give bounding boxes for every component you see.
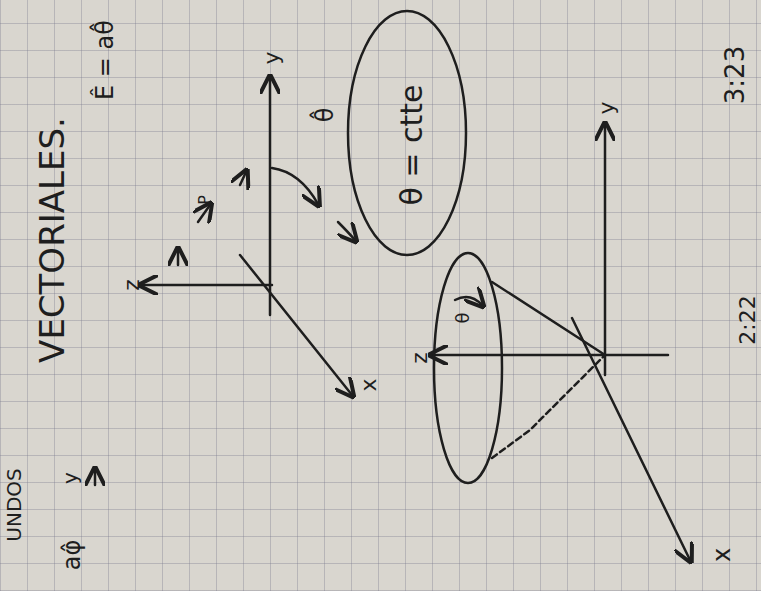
handwritten-label: θ̂ bbox=[313, 108, 337, 123]
handwritten-label: y bbox=[260, 51, 282, 64]
ellipse-node: θ = ctte bbox=[345, 8, 469, 258]
handwritten-label: P bbox=[197, 195, 213, 205]
handwritten-label: x bbox=[357, 378, 379, 391]
handwritten-label: z bbox=[121, 279, 143, 291]
handwritten-label: y bbox=[595, 101, 617, 114]
handwritten-label: aφ̂ bbox=[60, 540, 84, 571]
node-text: θ = ctte bbox=[396, 84, 426, 205]
handwritten-label: x bbox=[710, 548, 734, 562]
handwritten-label: 3:23 bbox=[722, 46, 748, 104]
handwritten-label: UNDOS bbox=[3, 468, 23, 541]
handwritten-label: 2:22 bbox=[736, 295, 758, 344]
handwritten-label: θ bbox=[453, 312, 471, 323]
handwritten-label: y bbox=[60, 472, 80, 484]
handwritten-label: z bbox=[409, 352, 431, 364]
handwritten-label: VECTORIALES. bbox=[35, 117, 69, 363]
handwritten-label: Ê = aθ̂ bbox=[93, 20, 117, 100]
